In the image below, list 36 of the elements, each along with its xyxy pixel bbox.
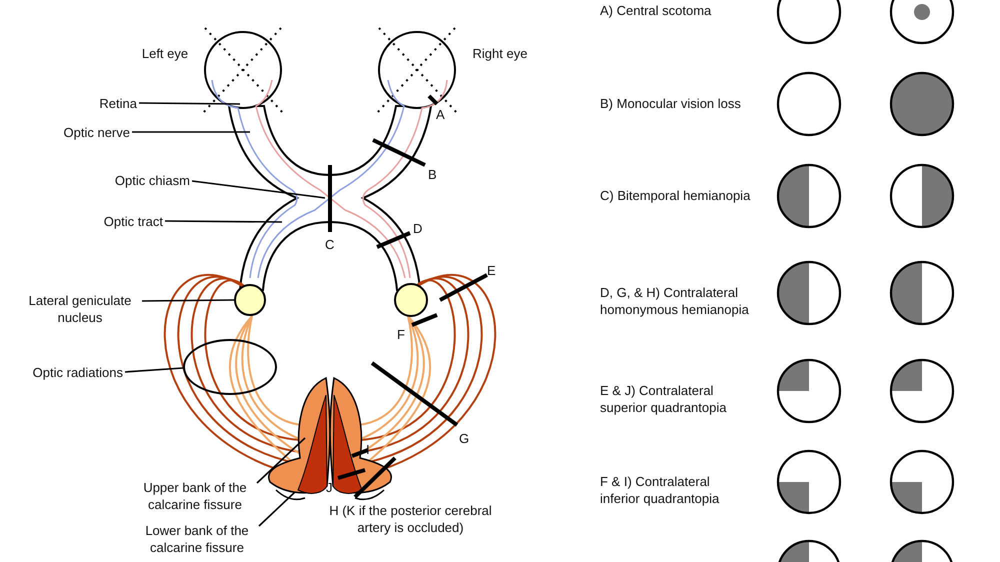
- lesion-letter: C: [325, 236, 334, 253]
- lesion-letter: E: [487, 262, 496, 279]
- structure-label: Optic chiasm: [114, 172, 190, 189]
- structure-label: Lateral geniculate nucleus: [20, 292, 140, 326]
- structure-label: Upper bank of the calcarine fissure: [135, 479, 255, 513]
- lesion-caption: H (K if the posterior cerebral artery is occluded): [328, 502, 493, 536]
- leader-line: [132, 131, 250, 133]
- eye-label: Right eye: [472, 45, 528, 62]
- lesion-letter: G: [459, 430, 470, 447]
- leader-line: [256, 437, 306, 484]
- nucleus-circle: [234, 284, 266, 316]
- ellipse-outline: [183, 339, 277, 395]
- defect-label: F & I) Contralateral inferior quadrantopia: [600, 473, 720, 507]
- structure-label: Optic tract: [104, 213, 163, 230]
- defect-label: E & J) Contralateral superior quadrantopia: [600, 382, 728, 416]
- lesion-letter: D: [413, 220, 422, 237]
- leader-line: [142, 299, 234, 302]
- defect-label: A) Central scotoma: [600, 2, 712, 19]
- lesion-letter: I: [366, 441, 370, 458]
- lesion-letter: B: [428, 166, 437, 183]
- lesion-letter: J: [326, 479, 332, 496]
- leader-line: [192, 180, 326, 199]
- structure-label: Lower bank of the calcarine fissure: [137, 522, 257, 556]
- lesion-letter: A: [436, 106, 445, 123]
- defect-label: B) Monocular vision loss: [600, 95, 741, 112]
- structure-label: Optic nerve: [64, 124, 130, 141]
- leader-line: [139, 102, 240, 105]
- leader-line: [258, 491, 296, 527]
- leader-line: [124, 367, 184, 373]
- structure-label: Optic radiations: [32, 364, 123, 381]
- structure-label: Retina: [99, 95, 137, 112]
- defect-label: C) Bitemporal hemianopia: [600, 187, 750, 204]
- defect-label: D, G, & H) Contralateral homonymous hemianopia: [600, 284, 750, 318]
- lesion-letter: F: [397, 326, 405, 343]
- leader-line: [165, 220, 282, 223]
- eye-label: Left eye: [140, 45, 190, 62]
